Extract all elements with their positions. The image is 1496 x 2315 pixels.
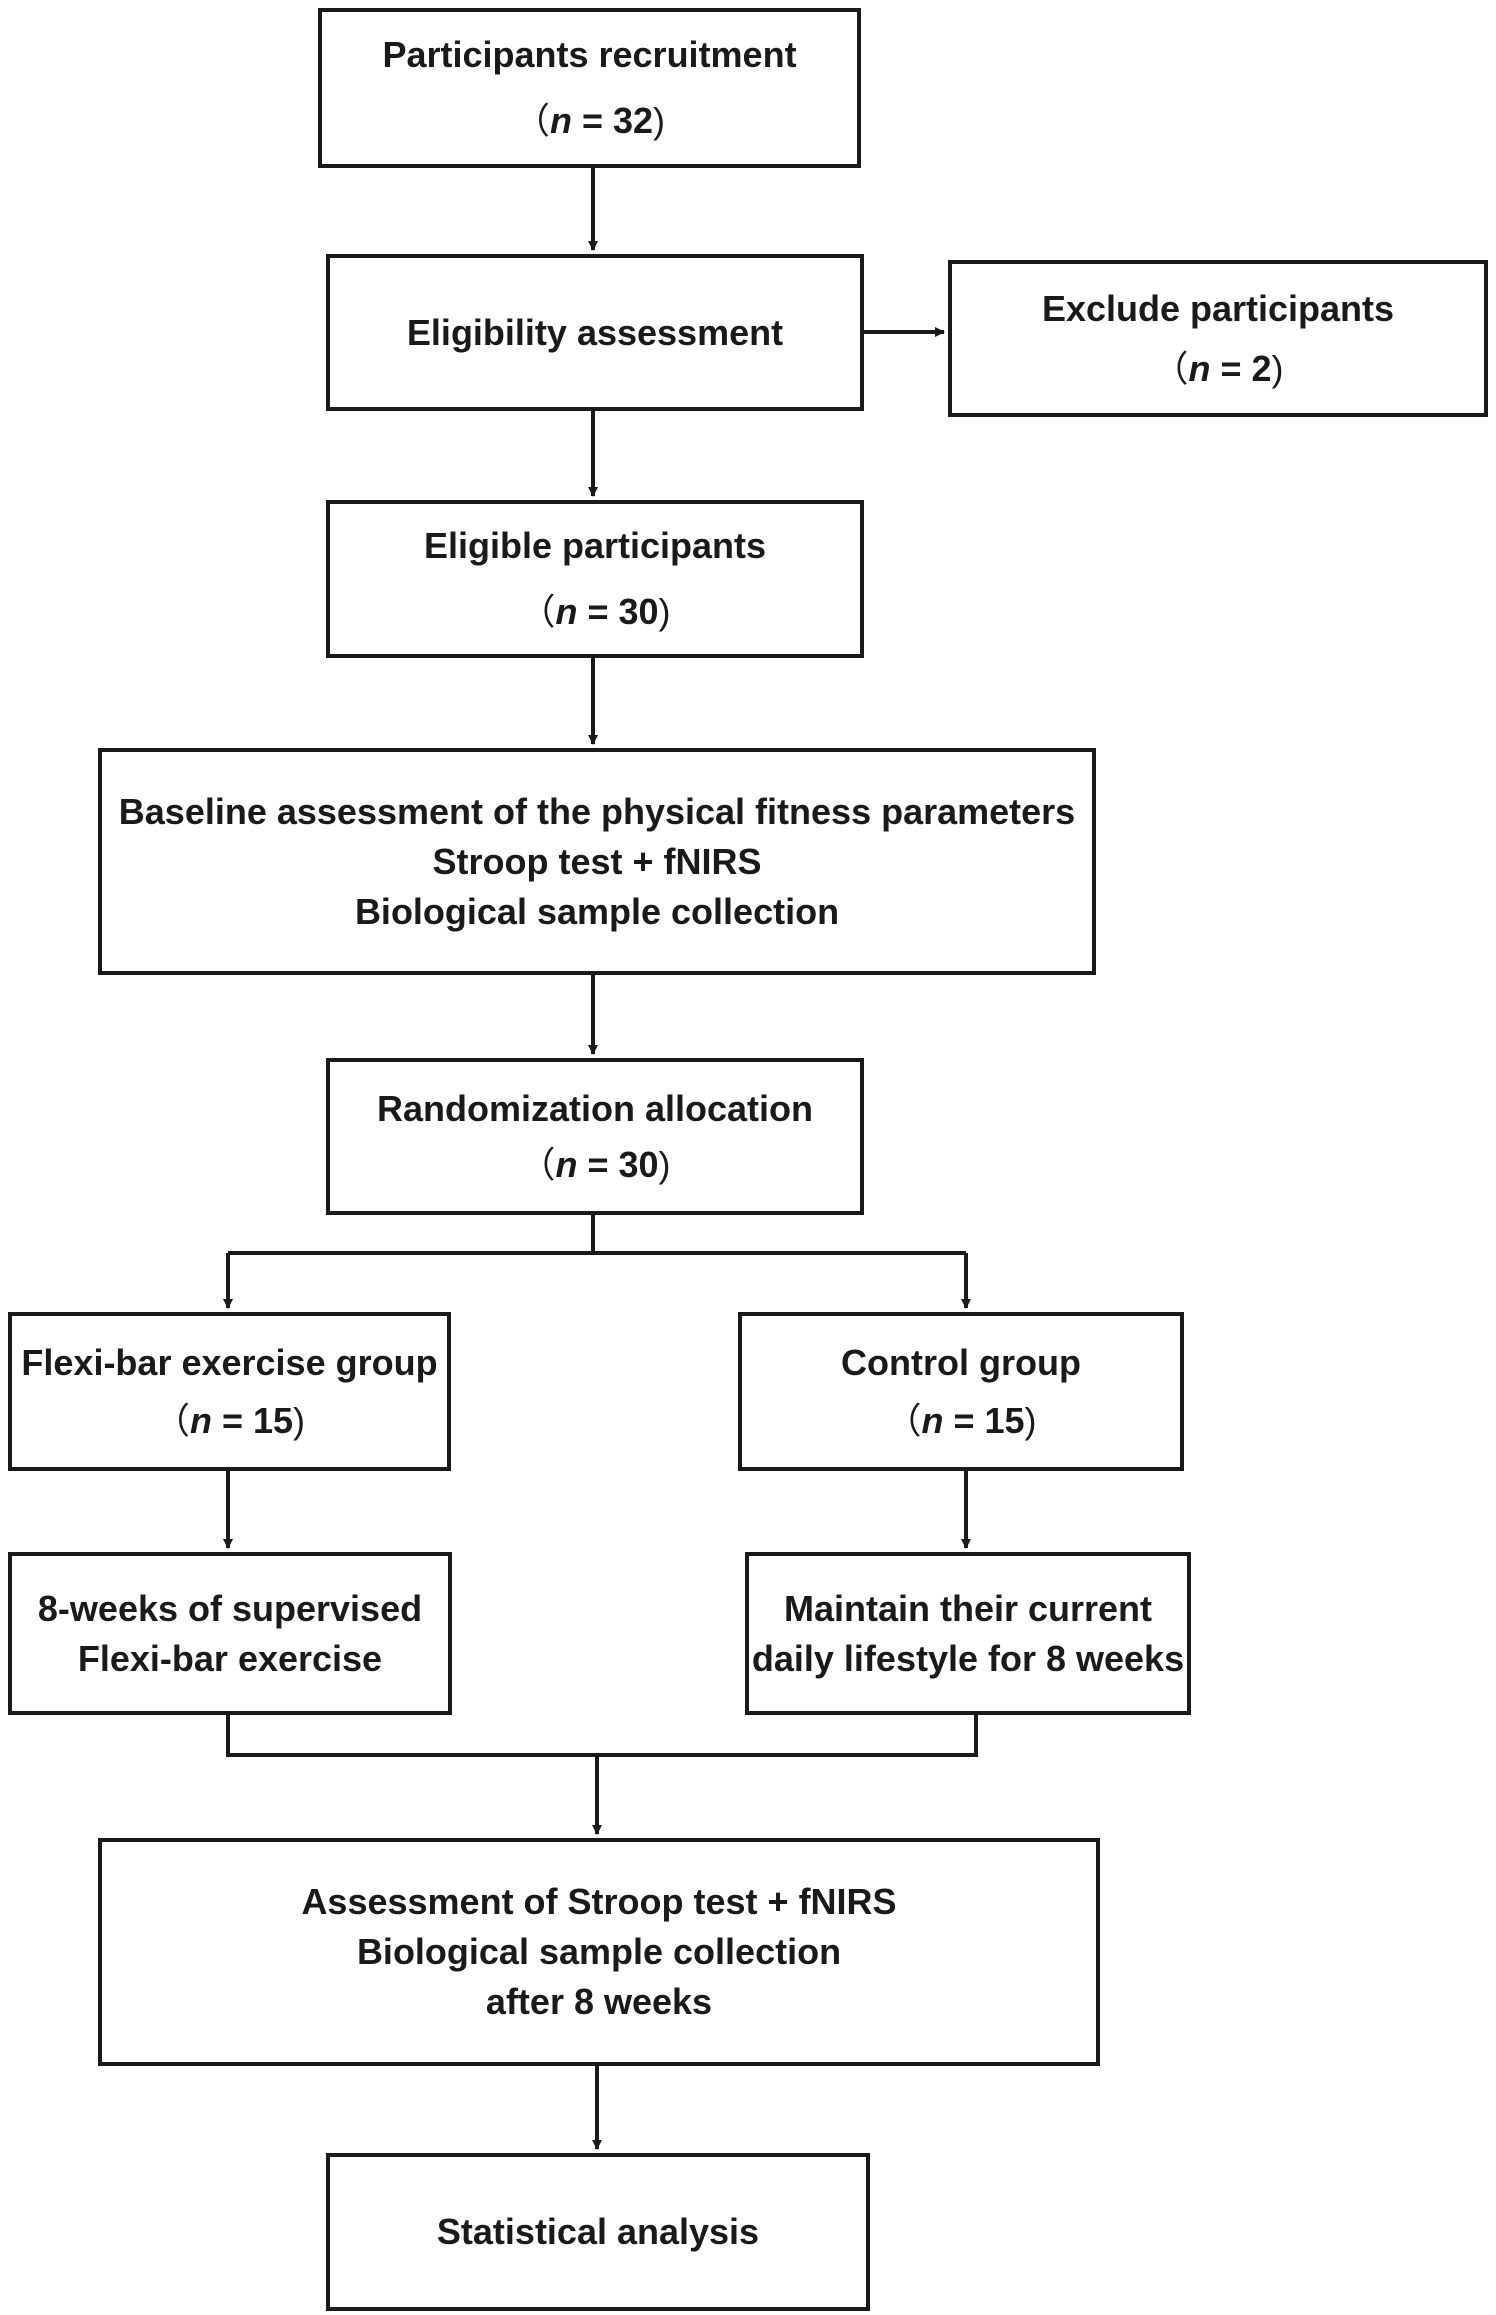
eligible-title: Eligible participants: [423, 525, 767, 566]
eligible-sample-size: （n = 30): [519, 591, 671, 632]
randomization-sample-size: （n = 30): [519, 1143, 671, 1185]
followup-line-2: Biological sample collection: [356, 1931, 842, 1972]
control-intervention-line-1: Maintain their current: [783, 1587, 1153, 1629]
box-eligible-participants: Eligible participants （n = 30): [326, 500, 864, 658]
box-participants-recruitment: Participants recruitment （n = 32): [318, 8, 861, 168]
box-control-group: Control group （n = 15): [738, 1312, 1184, 1471]
flexibar-intervention-line-1: 8-weeks of supervised: [37, 1587, 423, 1629]
exclude-title: Exclude participants: [1041, 287, 1395, 329]
control-intervention-line-2: daily lifestyle for 8 weeks: [751, 1637, 1185, 1679]
flexibar-group-sample-size: （n = 15): [153, 1399, 306, 1441]
box-flexibar-exercise-group: Flexi-bar exercise group （n = 15): [8, 1312, 451, 1471]
connector-interventions-merge: [226, 1715, 978, 1757]
box-exclude-participants: Exclude participants （n = 2): [948, 260, 1488, 417]
box-baseline-assessment: Baseline assessment of the physical fitn…: [98, 748, 1096, 975]
followup-line-3: after 8 weeks: [485, 1981, 713, 2022]
baseline-line-2: Stroop test + fNIRS: [432, 840, 762, 882]
box-eligibility-assessment: Eligibility assessment: [326, 254, 864, 411]
box-statistical-analysis: Statistical analysis: [326, 2153, 870, 2311]
exclude-sample-size: （n = 2): [1152, 347, 1284, 389]
recruitment-sample-size: （n = 32): [513, 100, 666, 141]
connector-randomization-split: [228, 1215, 966, 1255]
baseline-line-1: Baseline assessment of the physical fitn…: [118, 790, 1076, 832]
control-group-sample-size: （n = 15): [885, 1399, 1037, 1441]
randomization-title: Randomization allocation: [376, 1087, 814, 1129]
eligibility-title: Eligibility assessment: [406, 311, 784, 353]
flexibar-intervention-line-2: Flexi-bar exercise: [77, 1637, 383, 1679]
recruitment-title: Participants recruitment: [382, 34, 797, 75]
followup-line-1: Assessment of Stroop test + fNIRS: [301, 1881, 897, 1922]
statistics-title: Statistical analysis: [436, 2211, 760, 2252]
box-flexibar-intervention: 8-weeks of supervised Flexi-bar exercise: [8, 1552, 452, 1715]
flexibar-group-title: Flexi-bar exercise group: [21, 1341, 438, 1383]
box-randomization-allocation: Randomization allocation （n = 30): [326, 1058, 864, 1215]
box-control-intervention: Maintain their current daily lifestyle f…: [745, 1552, 1191, 1715]
baseline-line-3: Biological sample collection: [354, 890, 840, 932]
box-followup-assessment: Assessment of Stroop test + fNIRS Biolog…: [98, 1838, 1100, 2066]
control-group-title: Control group: [841, 1341, 1081, 1383]
